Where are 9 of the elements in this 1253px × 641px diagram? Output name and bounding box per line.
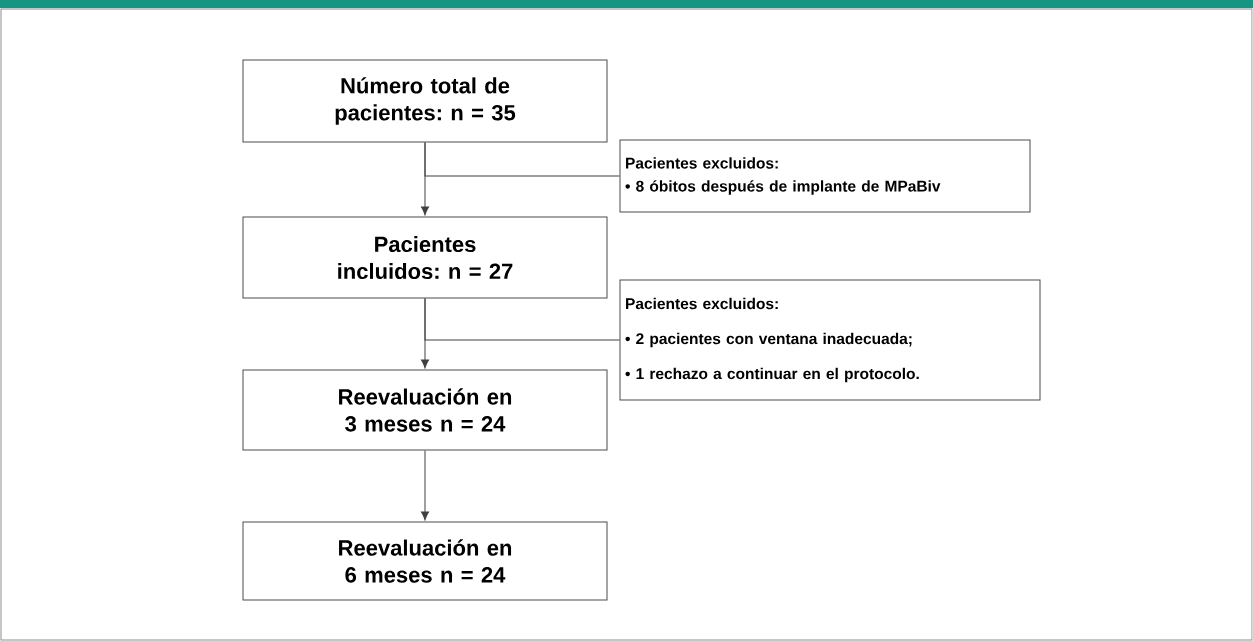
exclusion-box: Pacientes excluidos: • 2 pacientes con ventana inadecuada; • 1 rechazo a continuar en el protocolo. [619,279,1041,401]
flow-box: Reevaluación en 6 meses n = 24 [242,521,608,601]
branch-line [424,142,620,177]
arrow [420,450,430,521]
flow-box: Número total de pacientes: n = 35 [242,59,608,143]
branch-line [424,298,620,341]
flow-box: Pacientes incluidos: n = 27 [242,216,608,299]
exclusion-box: Pacientes excluidos: • 8 óbitos después de implante de MPaBiv [619,139,1031,213]
flow-box: Reevaluación en 3 meses n = 24 [242,369,608,451]
